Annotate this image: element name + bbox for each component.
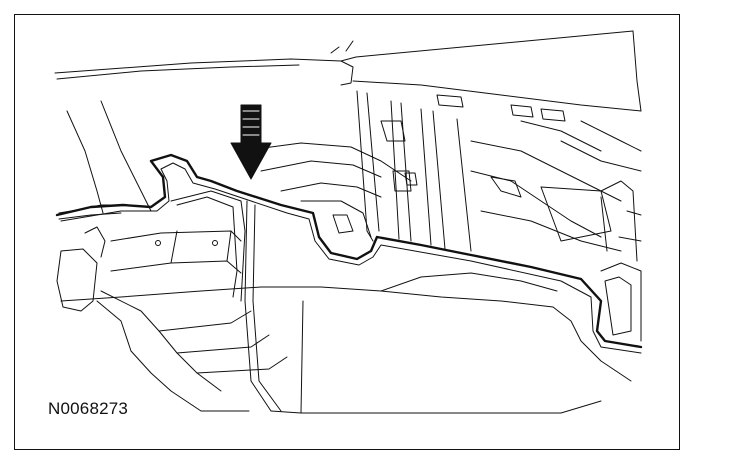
floor-panel-outline (60, 272, 632, 414)
location-arrow-icon (230, 104, 272, 180)
figure-reference-code: N0068273 (48, 399, 129, 418)
weatherstrip-seal-inner (60, 162, 642, 354)
interior-background-lines (240, 142, 412, 238)
left-body-structure (56, 100, 288, 412)
upper-panel-outline (54, 30, 642, 112)
right-body-structure (356, 90, 642, 342)
vehicle-body-line-art (54, 30, 643, 414)
weatherstrip-seal (55, 153, 643, 349)
illustration-frame: N0068273 (14, 14, 680, 450)
